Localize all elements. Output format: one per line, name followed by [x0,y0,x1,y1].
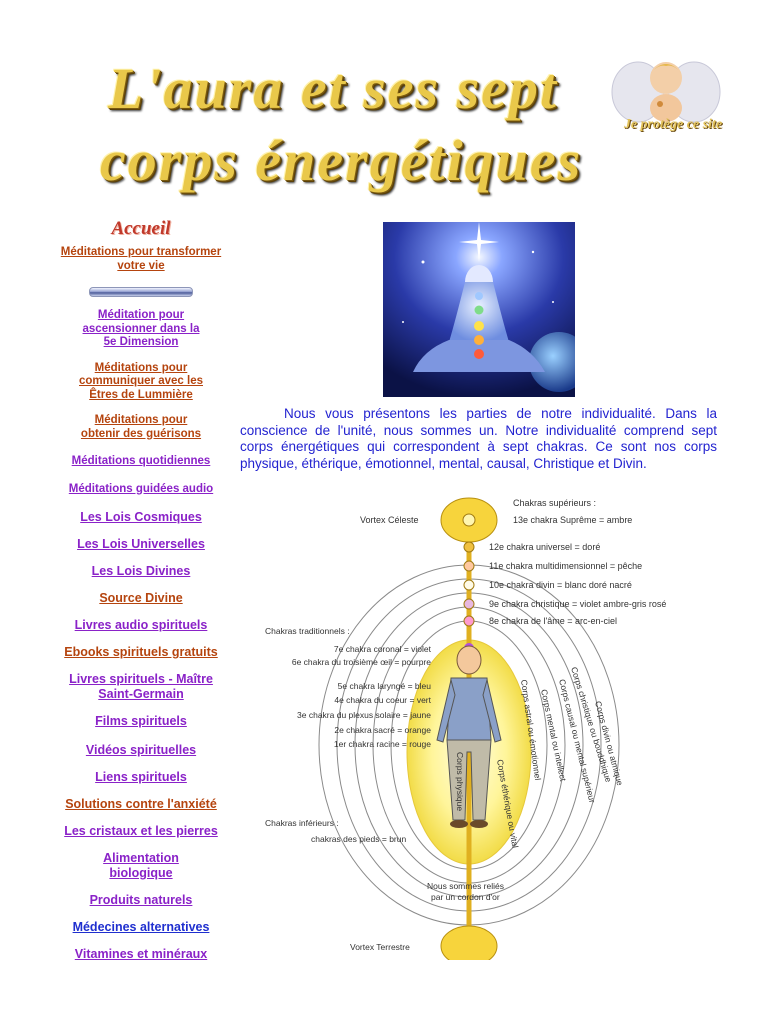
angel-badge-image: Je protège ce site [608,50,724,156]
nav-item-5e-dimension[interactable]: Méditation pour ascensionner dans la 5e … [82,309,200,348]
chakra-12: 12e chakra universel = doré [489,542,600,552]
vortex-celeste-label: Vortex Céleste [360,515,419,525]
nav-item-livres-audio[interactable]: Livres audio spirituels [74,618,208,632]
chakra-7: 7e chakra coronal = violet [334,644,432,654]
nav-item-medecines[interactable]: Médecines alternatives [72,920,210,934]
chakra-13: 13e chakra Suprême = ambre [513,515,632,525]
nav-item-anxiete[interactable]: Solutions contre l'anxiété [65,797,217,811]
nav-item-lois-universelles[interactable]: Les Lois Universelles [77,537,205,551]
sidebar-nav: Accueil Méditations pour transformer vot… [50,218,232,962]
inferior-header: Chakras inférieurs : [265,818,339,828]
nav-item-source-divine[interactable]: Source Divine [99,591,183,605]
nav-item-alimentation[interactable]: Alimentation biologique [103,851,179,880]
cord-text-1: Nous sommes reliés [427,881,504,891]
chakra-pieds: chakras des pieds = brun [311,834,406,844]
nav-item-produits[interactable]: Produits naturels [89,893,193,907]
chakra-8: 8e chakra de l'âme = arc-en-ciel [489,616,617,626]
nav-item-cristaux[interactable]: Les cristaux et les pierres [64,824,218,838]
cord-text-2: par un cordon d'or [431,892,500,902]
nav-item-guerisons[interactable]: Méditations pour obtenir des guérisons [80,414,202,440]
aura-chakra-diagram: Chakras supérieurs : Vortex Céleste 13e … [265,497,666,960]
nav-item-ebooks[interactable]: Ebooks spirituels gratuits [64,645,218,659]
nav-item-films[interactable]: Films spirituels [95,714,187,728]
chakra-6: 6e chakra du troisième œil = pourpre [292,657,431,667]
chakra-4: 4e chakra du coeur = vert [334,695,431,705]
divider-bar [89,287,193,297]
chakra-5: 5e chakra laryngé = bleu [338,681,432,691]
intro-paragraph: Nous vous présentons les parties de notr… [240,406,717,471]
meditation-image [383,222,575,397]
title-line-2: corps énergétiques [100,128,583,193]
superior-header: Chakras supérieurs : [513,498,596,508]
chakra-10: 10e chakra divin = blanc doré nacré [489,580,632,590]
chakra-9: 9e chakra christique = violet ambre-gris… [489,599,666,609]
nav-item-lois-divines[interactable]: Les Lois Divines [91,564,191,578]
vortex-terrestre-label: Vortex Terrestre [350,942,410,952]
chakra-11: 11e chakra multidimensionnel = pêche [489,561,642,571]
chakra-1: 1er chakra racine = rouge [334,739,431,749]
human-figure-icon [436,645,502,828]
chakra-3: 3e chakra du plexus solaire = jaune [297,710,431,720]
nav-item-transformer[interactable]: Méditations pour transformer votre vie [60,246,222,272]
nav-item-lois-cosmiques[interactable]: Les Lois Cosmiques [80,510,202,524]
nav-item-etres-lumiere[interactable]: Méditations pour communiquer avec les Êt… [79,361,203,401]
nav-item-quotidiennes[interactable]: Méditations quotidiennes [71,455,211,467]
angel-badge-text: Je protège ce site [623,117,723,132]
traditional-header: Chakras traditionnels : [265,626,350,636]
nav-item-vitamines[interactable]: Vitamines et minéraux [74,947,208,961]
nav-home-link[interactable]: Accueil [111,218,171,239]
page-title: L'aura et ses sept corps énergétiques [100,45,580,193]
nav-item-audio-guidees[interactable]: Méditations guidées audio [68,482,214,495]
chakra-2: 2e chakra sacré = orange [334,725,431,735]
body-label-physique: Corps physique [455,752,465,811]
nav-item-liens[interactable]: Liens spirituels [95,770,187,784]
nav-item-saint-germain[interactable]: Livres spirituels - Maître Saint-Germain [69,672,213,701]
title-line-1: L'aura et ses sept [108,56,559,121]
nav-item-videos[interactable]: Vidéos spirituelles [85,743,197,757]
